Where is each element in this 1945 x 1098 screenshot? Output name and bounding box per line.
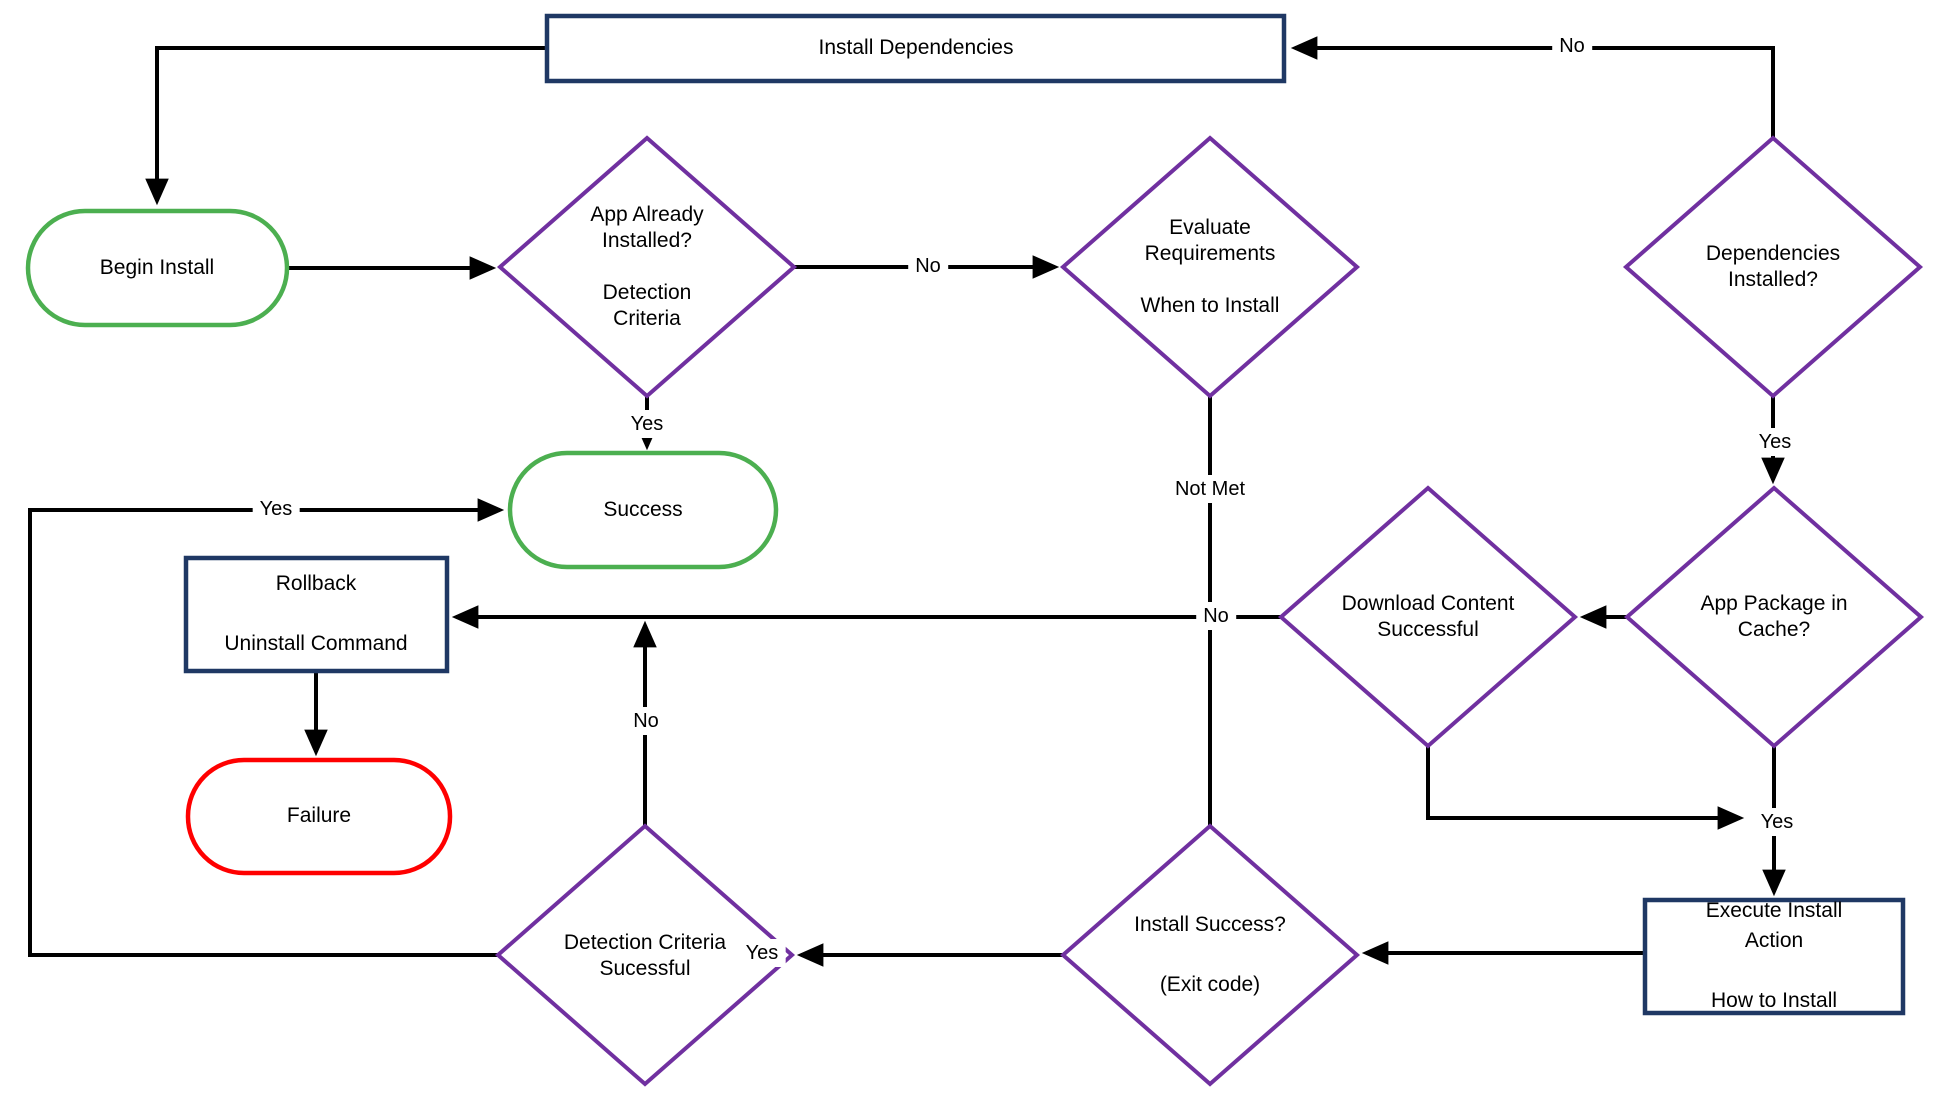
download-content-successful-shape [1277, 485, 1579, 749]
evaluate-requirements-shape [1059, 135, 1361, 399]
app-package-in-cache-label: App Package in Cache? [1700, 592, 1848, 641]
app-already-installed-shape [496, 135, 798, 399]
begin-install-label: Begin Install [99, 256, 215, 279]
edge-label-yes-appalready: Yes [623, 410, 671, 438]
edge-label-yes-installsuccess: Yes [738, 939, 786, 967]
rollback-shape [183, 555, 450, 674]
rollback-label: Rollback Uninstall Command [224, 572, 408, 655]
install-success-shape [1059, 823, 1361, 1087]
execute-install-action-shape [1642, 897, 1906, 1016]
failure-label: Failure [286, 804, 352, 827]
install-dependencies-shape [544, 13, 1287, 84]
execute-install-action-label: Execute Install Action How to Install [1705, 899, 1843, 1012]
node-layer [25, 13, 1925, 1087]
detection-criteria-successful-shape [494, 823, 796, 1087]
evaluate-requirements-label: Evaluate Requirements When to Install [1140, 216, 1280, 317]
edge-label-not-met: Not Met [1167, 475, 1253, 503]
success-label: Success [603, 498, 683, 521]
install-dependencies-label: Install Dependencies [818, 36, 1014, 59]
edge-label-yes-dependencies: Yes [1751, 428, 1799, 456]
edge-download-to-execute [1426, 746, 1745, 830]
failure-shape [185, 757, 453, 876]
edge-dependencies-no-to-installdeps [1290, 36, 1775, 138]
install-success-label: Install Success? (Exit code) [1134, 913, 1286, 996]
edge-installdeps-to-begin [145, 46, 547, 206]
edge-label-yes-cache: Yes [1753, 808, 1801, 836]
app-package-in-cache-shape [1623, 485, 1925, 749]
success-shape [507, 450, 779, 570]
begin-install-shape [25, 208, 290, 328]
edge-label-no-detection: No [626, 707, 666, 735]
download-content-successful-label: Download Content Successful [1341, 592, 1515, 641]
edge-label-no-junction: No [1196, 602, 1236, 630]
dependencies-installed-label: Dependencies Installed? [1705, 242, 1841, 291]
app-already-installed-label: App Already Installed? Detection Criteri… [590, 203, 704, 330]
edge-label-no-dependencies: No [1552, 32, 1592, 60]
detection-criteria-successful-label: Detection Criteria Sucessful [563, 931, 727, 980]
edge-label-no-appalready: No [908, 252, 948, 280]
dependencies-installed-shape [1622, 135, 1924, 399]
edge-label-yes-detection-loop: Yes [252, 495, 300, 523]
